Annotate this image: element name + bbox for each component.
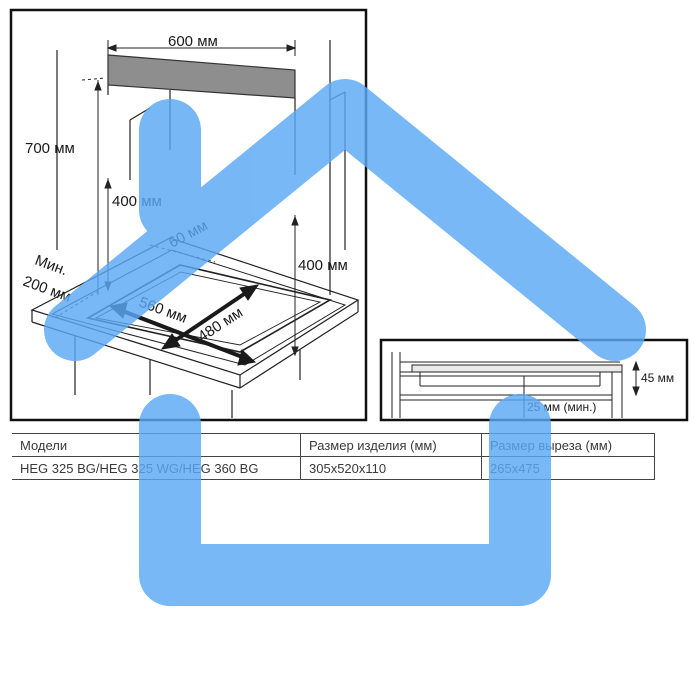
header-product-size: Размер изделия (мм) <box>300 433 482 457</box>
cell-models: HEG 325 BG/HEG 325 WG/HEG 360 BG <box>12 456 301 480</box>
height-label-right: 400 мм <box>298 257 348 274</box>
clearance-label: 25 мм (мин.) <box>527 400 596 414</box>
height-label-inner: 400 мм <box>112 193 162 210</box>
table-header-row: Модели Размер изделия (мм) Размер выреза… <box>12 433 655 457</box>
header-models: Модели <box>12 433 301 457</box>
width-label: 600 мм <box>168 33 218 50</box>
header-cutout-size: Размер выреза (мм) <box>481 433 655 457</box>
cell-cutout-size: 265x475 <box>481 456 655 480</box>
cell-product-size: 305x520x110 <box>300 456 482 480</box>
height-label-total: 700 мм <box>25 140 75 157</box>
table-row: HEG 325 BG/HEG 325 WG/HEG 360 BG 305x520… <box>12 456 655 480</box>
spec-table: Модели Размер изделия (мм) Размер выреза… <box>12 433 655 480</box>
thickness-label: 45 мм <box>641 371 674 385</box>
